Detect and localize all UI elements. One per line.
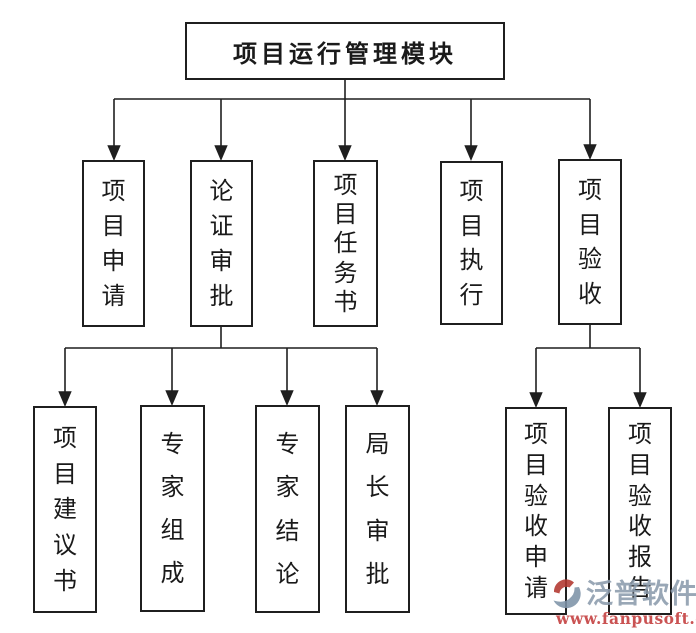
node-project-acceptance: 项目验收 bbox=[558, 159, 622, 325]
node-project-task-book: 项目任务书 bbox=[313, 160, 378, 327]
node-project-application: 项目申请 bbox=[82, 160, 145, 327]
watermark-url: www.fanpusoft.com bbox=[556, 609, 696, 628]
watermark-brand: 泛普软件 bbox=[586, 578, 696, 610]
node-acceptance-report: 项目验收报告 bbox=[608, 407, 672, 615]
node-acceptance-application: 项目验收申请 bbox=[505, 407, 567, 615]
fanpu-logo-icon bbox=[553, 579, 581, 609]
node-expert-composition: 专家组成 bbox=[140, 405, 205, 612]
node-expert-conclusion: 专家结论 bbox=[255, 405, 320, 613]
node-director-approval: 局长审批 bbox=[345, 405, 410, 613]
node-demonstration-approval: 论证审批 bbox=[190, 160, 253, 327]
node-project-proposal: 项目建议书 bbox=[33, 406, 97, 613]
node-project-operation-management-module: 项目运行管理模块 bbox=[185, 22, 505, 80]
node-project-execution: 项目执行 bbox=[440, 161, 503, 325]
watermark: 泛普软件 www.fanpusoft.com bbox=[548, 578, 696, 627]
